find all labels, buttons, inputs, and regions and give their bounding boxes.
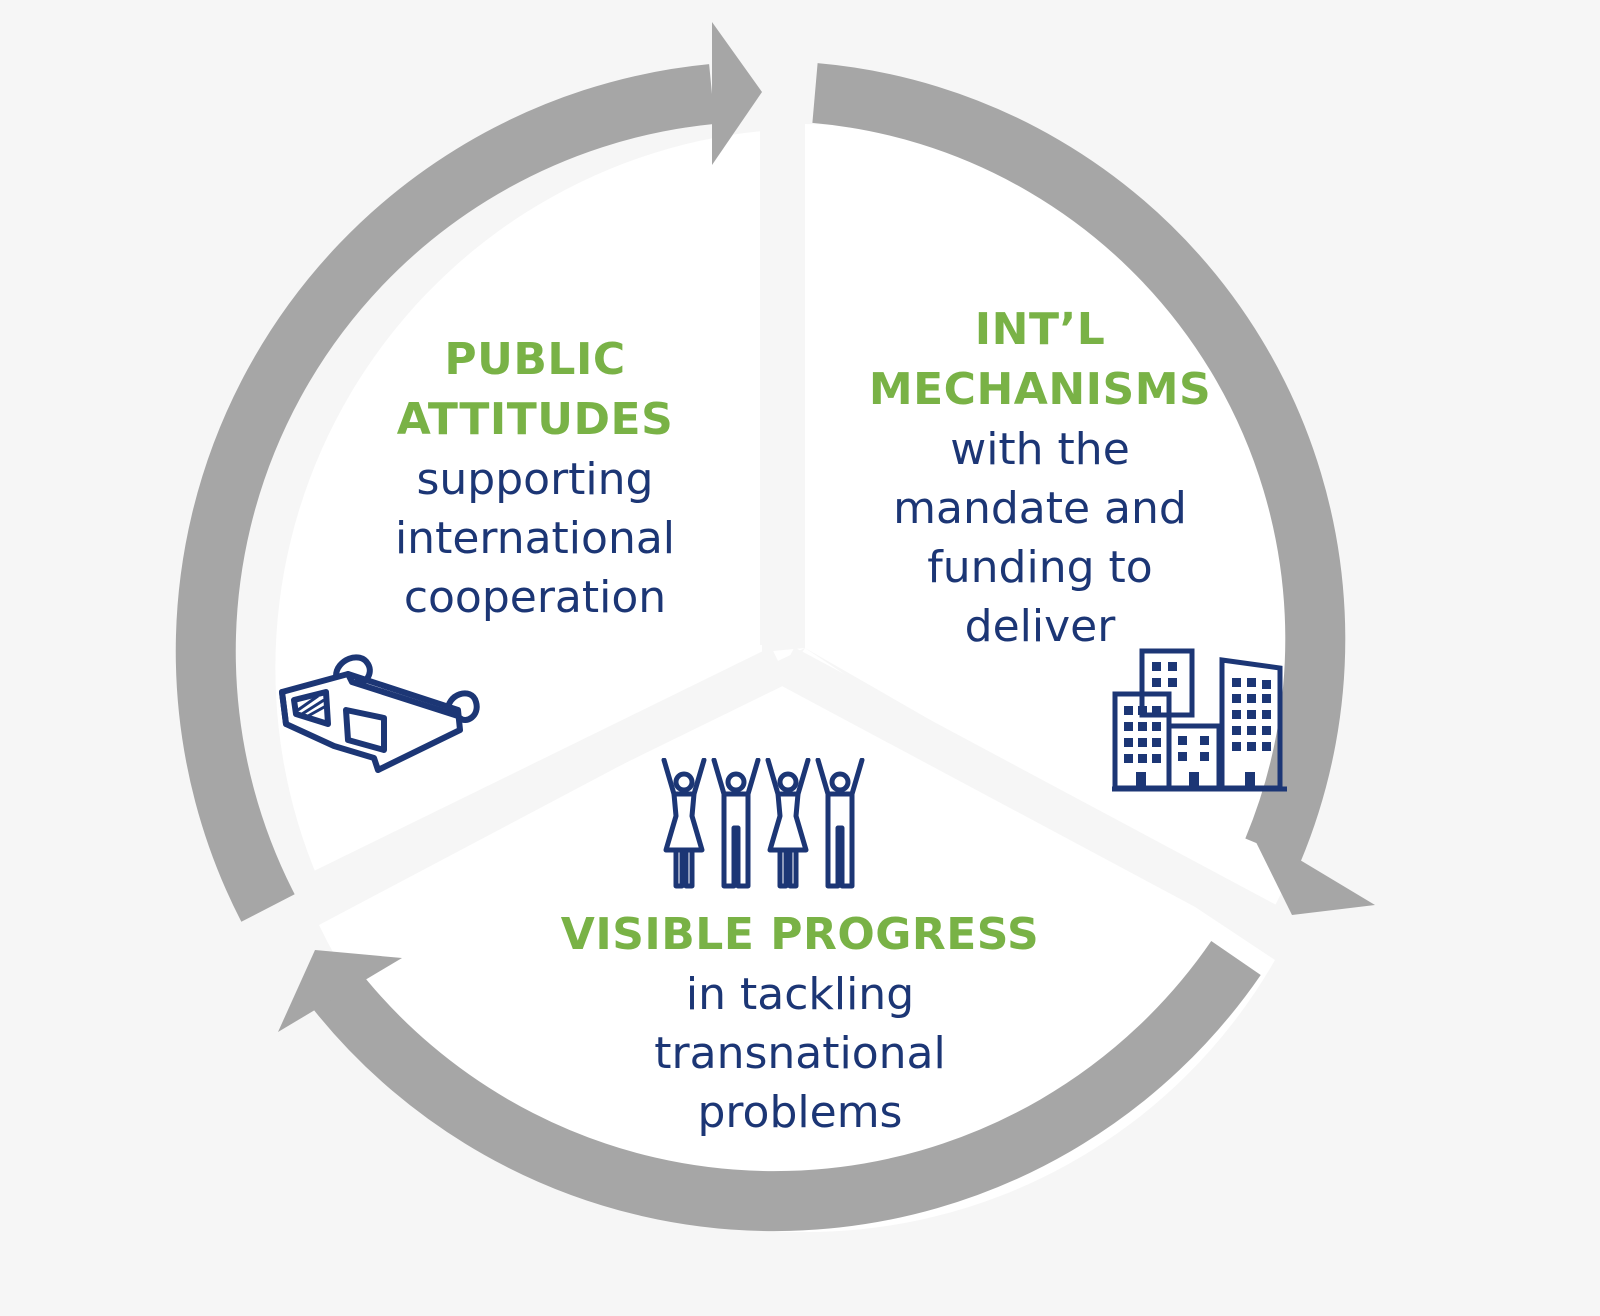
segment-intl-body-1: with the <box>950 424 1130 475</box>
cheering-people-icon <box>661 758 865 889</box>
arrow-arc-left <box>175 64 715 922</box>
3d-glasses-icon <box>279 654 480 773</box>
segment-public-heading-1: PUBLIC <box>444 334 626 385</box>
segment-visible-heading-1: VISIBLE PROGRESS <box>560 909 1040 960</box>
person-1 <box>661 758 707 889</box>
segment-public-heading-2: ATTITUDES <box>396 394 674 445</box>
person-4 <box>815 758 865 889</box>
person-2 <box>711 758 761 889</box>
segment-public-body-3: cooperation <box>403 572 667 623</box>
arrow-arc-right <box>812 63 1346 862</box>
person-3 <box>765 758 811 889</box>
segment-intl-heading-2: MECHANISMS <box>868 364 1212 415</box>
segment-public-body-1: supporting <box>416 454 654 505</box>
segment-visible-body-2: transnational <box>654 1028 946 1079</box>
segment-visible: VISIBLE PROGRESS in tackling transnation… <box>500 905 1100 1142</box>
segment-intl-heading-1: INT’L <box>974 304 1106 355</box>
ring-arrows <box>175 63 1346 1232</box>
arrow-head-right <box>1250 830 1375 915</box>
buildings-icon <box>1112 648 1287 792</box>
segment-public-body-2: international <box>394 513 676 564</box>
arrow-head-top <box>712 22 762 165</box>
segment-intl-body-4: deliver <box>964 601 1116 652</box>
segment-visible-body-1: in tackling <box>685 969 915 1020</box>
segment-intl: INT’L MECHANISMS with the mandate and fu… <box>830 300 1250 656</box>
separator-left <box>281 647 789 923</box>
segment-separators <box>281 80 1300 953</box>
segment-intl-body-3: funding to <box>927 542 1153 593</box>
segment-visible-fill <box>319 648 1275 1233</box>
separator-right <box>775 647 1300 953</box>
arrow-heads <box>278 22 1375 1032</box>
segment-intl-body-2: mandate and <box>893 483 1187 534</box>
arrow-head-bottom <box>278 950 402 1032</box>
segment-visible-body-3: problems <box>697 1087 903 1138</box>
segment-public: PUBLIC ATTITUDES supporting internationa… <box>335 330 735 627</box>
arrow-arc-bottom <box>306 941 1261 1232</box>
